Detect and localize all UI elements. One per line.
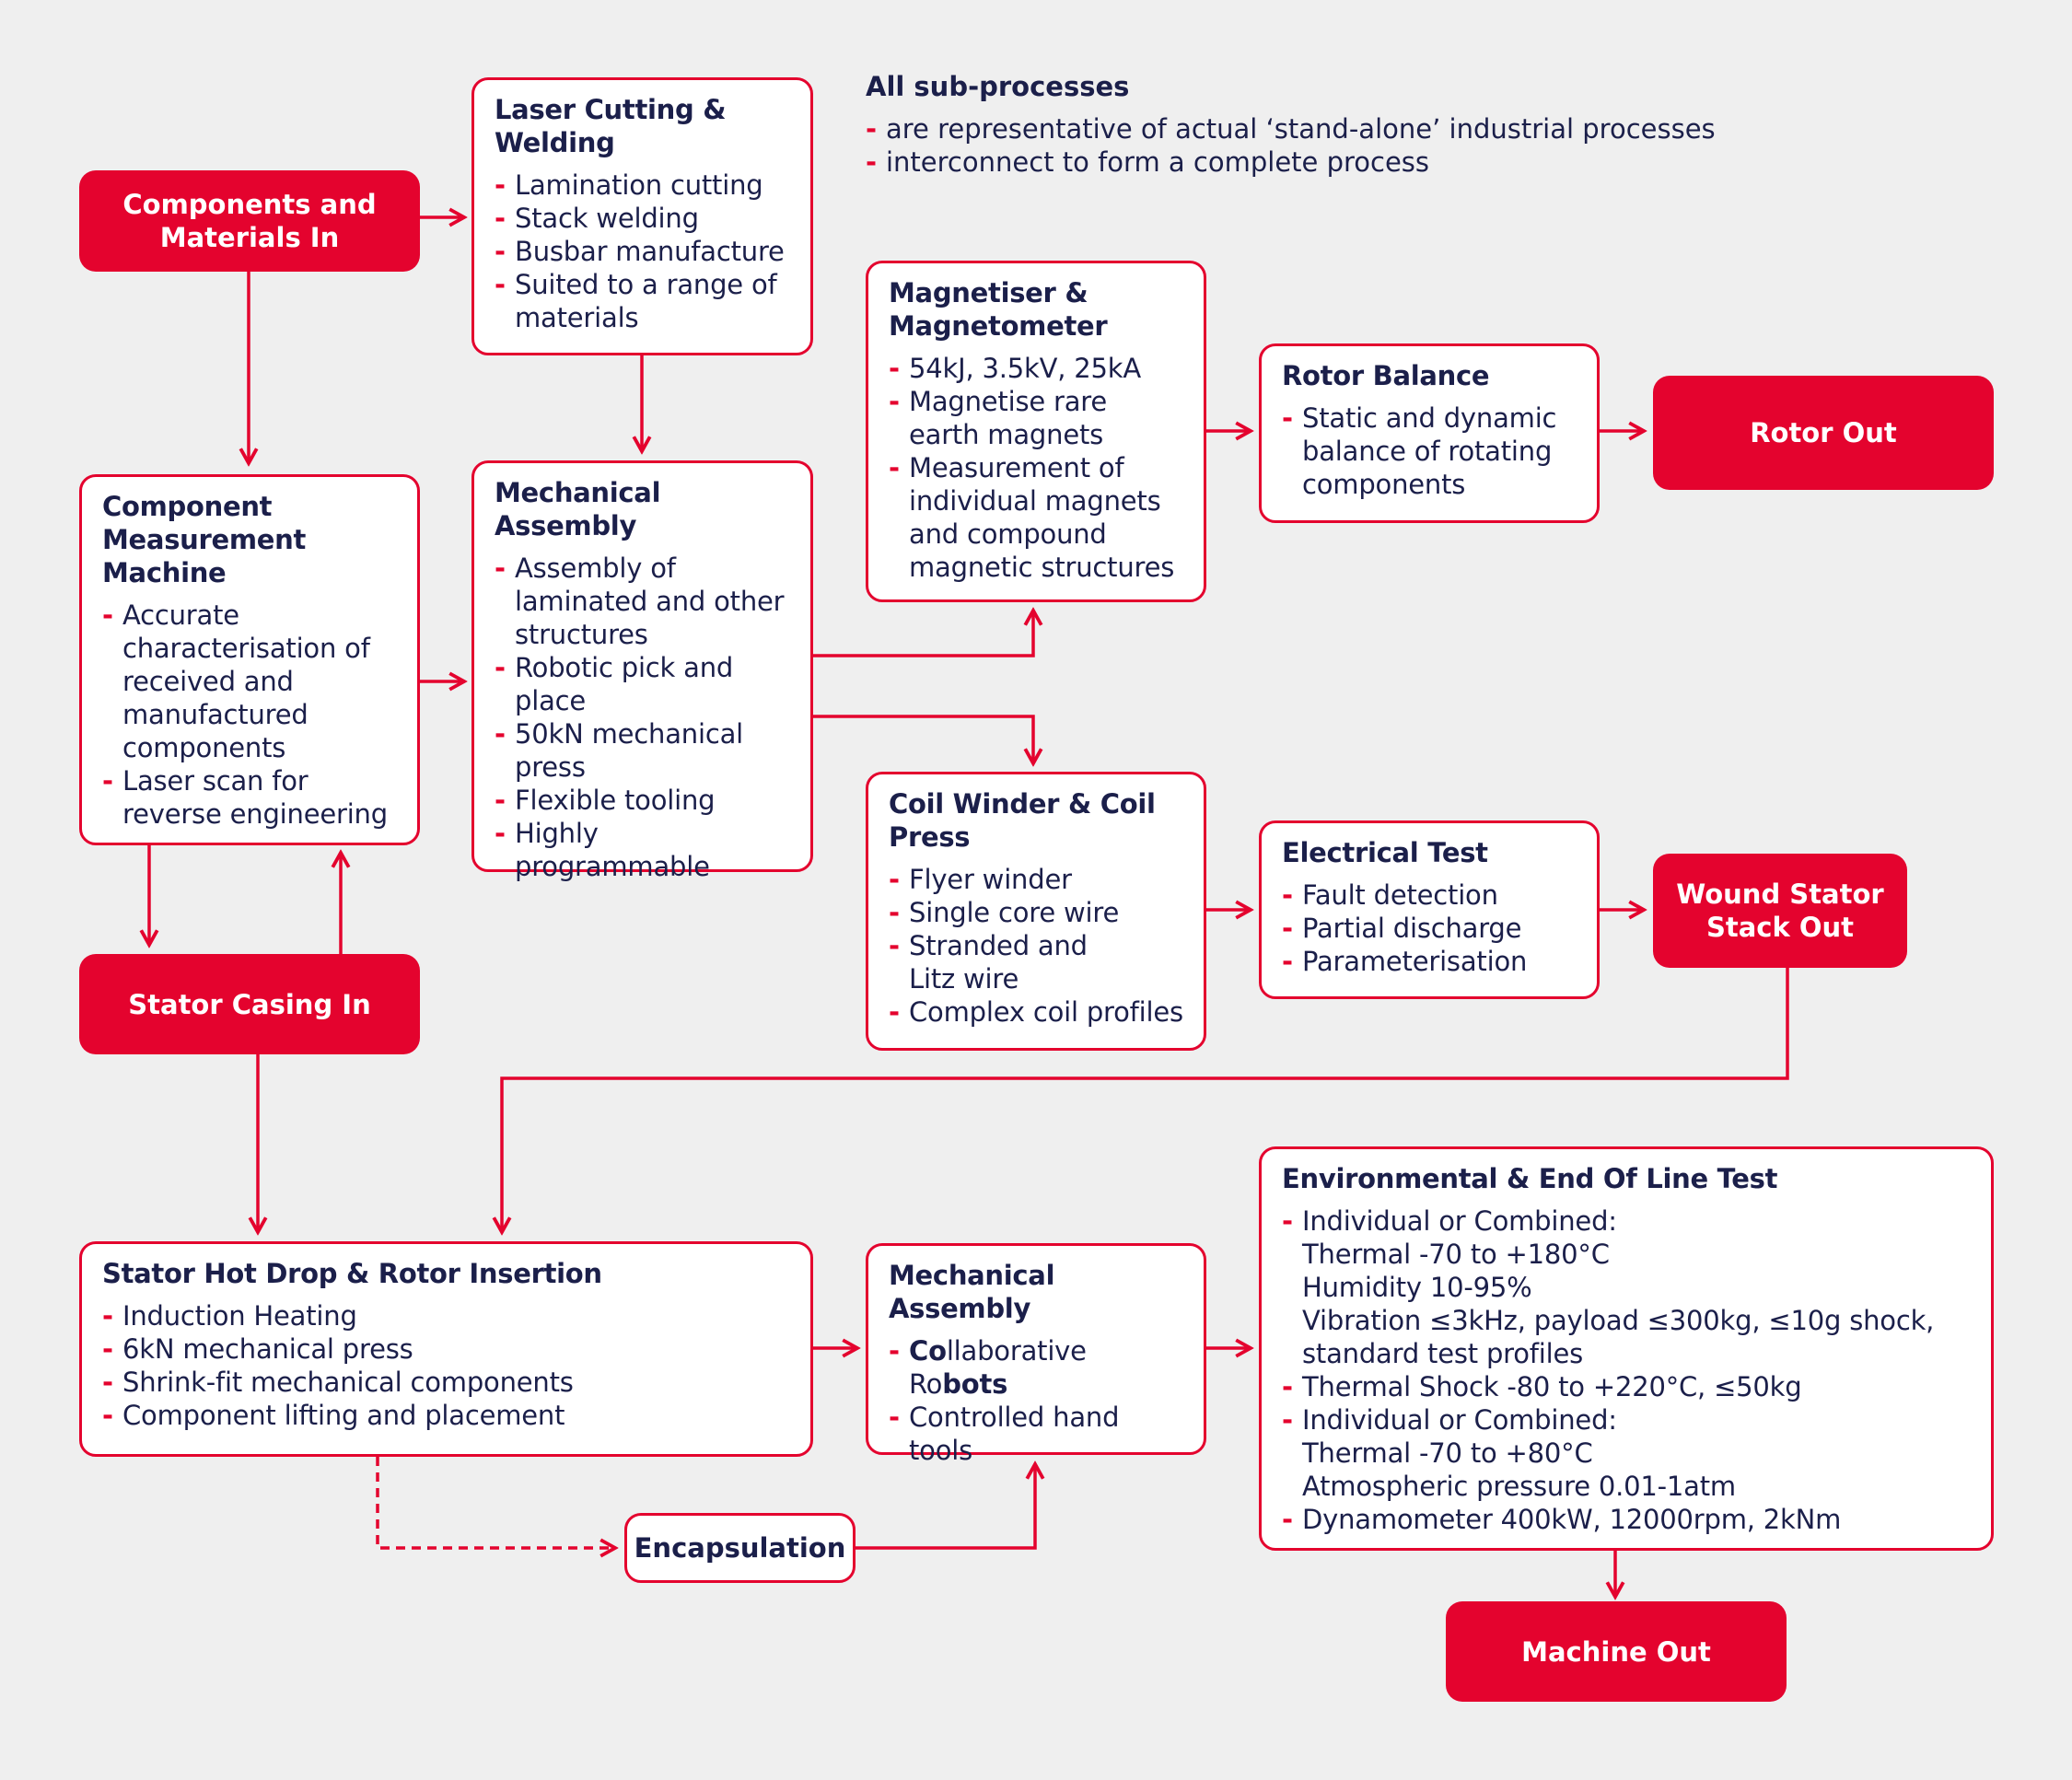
rotor-balance-box[interactable]: Rotor Balance Static and dynamicbalance … bbox=[1259, 343, 1600, 523]
list-item: Flyer winder bbox=[889, 863, 1185, 896]
list-item: Flexible tooling bbox=[495, 784, 792, 817]
arrow-hotdrop-to-encapsulation-dashed bbox=[376, 1457, 615, 1548]
list-item: Stack welding bbox=[495, 202, 792, 235]
list-item: Parameterisation bbox=[1282, 945, 1578, 978]
encapsulation-label: Encapsulation bbox=[634, 1532, 846, 1564]
list-item: Fault detection bbox=[1282, 878, 1578, 912]
terminal-label: Materials In bbox=[159, 222, 340, 253]
stator-hot-drop-box[interactable]: Stator Hot Drop & Rotor Insertion Induct… bbox=[79, 1241, 813, 1457]
laser-cutting-box[interactable]: Laser Cutting &Welding Lamination cuttin… bbox=[471, 77, 813, 355]
environmental-test-box[interactable]: Environmental & End Of Line Test Individ… bbox=[1259, 1146, 1994, 1551]
note-title: All sub-processes bbox=[866, 71, 1130, 102]
rotor-out-terminal[interactable]: Rotor Out bbox=[1653, 376, 1994, 490]
box-title: Mechanical Assembly bbox=[495, 477, 661, 541]
list-item: Single core wire bbox=[889, 896, 1185, 929]
list-item: 54kJ, 3.5kV, 25kA bbox=[889, 352, 1185, 385]
terminal-label: Stator Casing In bbox=[128, 988, 371, 1020]
list-item: Component lifting and placement bbox=[102, 1399, 792, 1432]
box-title: Environmental & End Of Line Test bbox=[1282, 1163, 1778, 1194]
box-title: Electrical Test bbox=[1282, 837, 1488, 868]
list-item: Complex coil profiles bbox=[889, 995, 1185, 1029]
list-item: Busbar manufacture bbox=[495, 235, 792, 268]
box-title: Mechanical Assembly bbox=[889, 1260, 1055, 1324]
box-title: Rotor Balance bbox=[1282, 360, 1490, 391]
arrow-wound-stator-to-hotdrop bbox=[502, 968, 1789, 1232]
process-note: All sub-processes are representative of … bbox=[866, 70, 1716, 179]
note-item: interconnect to form a complete process bbox=[866, 145, 1716, 179]
terminal-label: Machine Out bbox=[1521, 1635, 1711, 1668]
arrow-encapsulation-to-mech2 bbox=[856, 1464, 1035, 1550]
arrow-mech1-to-magnetiser bbox=[813, 611, 1033, 657]
magnetiser-box[interactable]: Magnetiser &Magnetometer 54kJ, 3.5kV, 25… bbox=[866, 261, 1206, 602]
list-item: 6kN mechanical press bbox=[102, 1332, 792, 1366]
list-item: Shrink-fit mechanical components bbox=[102, 1366, 792, 1399]
encapsulation-box[interactable]: Encapsulation bbox=[624, 1513, 856, 1583]
list-item: Partial discharge bbox=[1282, 912, 1578, 945]
electrical-test-box[interactable]: Electrical Test Fault detection Partial … bbox=[1259, 820, 1600, 999]
machine-out-terminal[interactable]: Machine Out bbox=[1446, 1601, 1787, 1702]
arrow-mech1-to-coil bbox=[813, 715, 1033, 763]
terminal-label: Stack Out bbox=[1705, 912, 1855, 943]
list-item: Thermal Shock -80 to +220°C, ≤50kg bbox=[1282, 1370, 1973, 1403]
list-item: Lamination cutting bbox=[495, 169, 792, 202]
stator-casing-in-terminal[interactable]: Stator Casing In bbox=[79, 954, 420, 1054]
list-item: Dynamometer 400kW, 12000rpm, 2kNm bbox=[1282, 1503, 1973, 1536]
mechanical-assembly-2-box[interactable]: Mechanical Assembly Collaborative Robots… bbox=[866, 1243, 1206, 1466]
box-title: Magnetiser &Magnetometer bbox=[889, 277, 1108, 342]
terminal-label: Wound Stator bbox=[1676, 878, 1884, 910]
note-item: are representative of actual ‘stand-alon… bbox=[866, 112, 1716, 145]
list-item: Individual or Combined:Thermal -70 to +1… bbox=[1282, 1204, 1973, 1370]
list-item: Induction Heating bbox=[102, 1299, 792, 1332]
list-item: Individual or Combined:Thermal -70 to +8… bbox=[1282, 1403, 1973, 1503]
box-title: Stator Hot Drop & Rotor Insertion bbox=[102, 1258, 602, 1289]
box-title: Laser Cutting &Welding bbox=[495, 94, 727, 158]
list-item: Collaborative Robots bbox=[889, 1334, 1185, 1401]
terminal-label: Components and bbox=[122, 189, 377, 220]
mechanical-assembly-box[interactable]: Mechanical Assembly Assembly oflaminated… bbox=[471, 460, 813, 882]
terminal-label: Rotor Out bbox=[1750, 417, 1897, 448]
